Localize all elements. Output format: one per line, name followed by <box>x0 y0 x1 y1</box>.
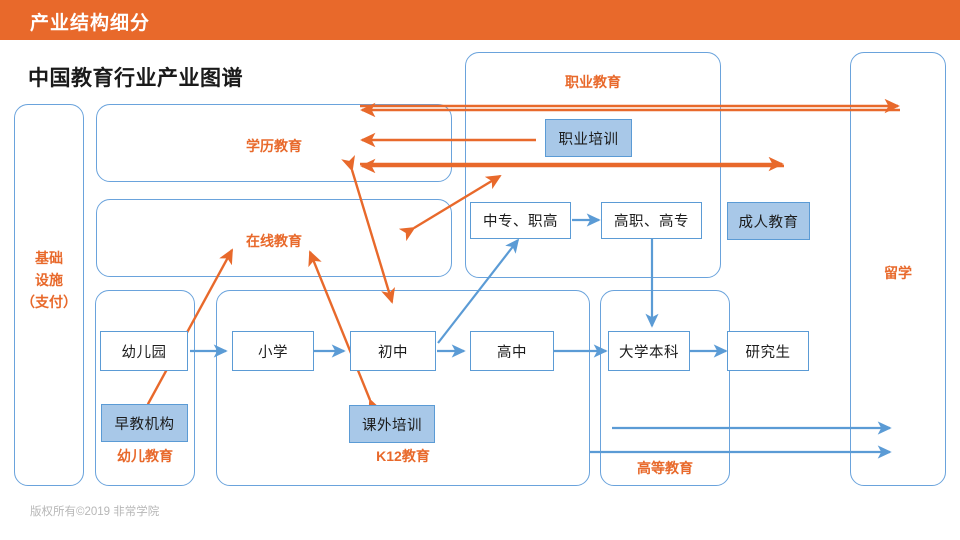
group-higher-education-label: 高等教育 <box>637 460 693 476</box>
group-vocational-education[interactable]: 职业教育 <box>465 52 721 278</box>
node-early-education-label: 早教机构 <box>114 416 175 433</box>
node-senior-high-label: 高中 <box>497 344 527 361</box>
node-early-education[interactable]: 早教机构 <box>101 404 188 442</box>
header-bar <box>0 0 960 40</box>
node-tutoring-label: 课外培训 <box>362 417 422 434</box>
node-adult-education[interactable]: 成人教育 <box>727 202 810 240</box>
group-overseas-study-label: 留学 <box>884 265 912 281</box>
node-vocational-training-label: 职业培训 <box>558 131 619 148</box>
node-primary-school-label: 小学 <box>258 344 288 361</box>
group-preschool-education[interactable]: 幼儿教育 <box>95 290 195 486</box>
node-vocational-training[interactable]: 职业培训 <box>545 119 632 157</box>
node-graduate[interactable]: 研究生 <box>727 331 809 371</box>
group-preschool-education-label: 幼儿教育 <box>117 448 173 464</box>
group-overseas-study[interactable]: 留学 <box>850 52 946 486</box>
group-k12-education[interactable]: K12教育 <box>216 290 590 486</box>
node-tutoring[interactable]: 课外培训 <box>349 405 435 443</box>
page-title: 中国教育行业产业图谱 <box>28 67 243 90</box>
group-infrastructure[interactable]: 基础 设施 （支付） <box>14 104 84 486</box>
group-online-education-label: 在线教育 <box>246 233 302 249</box>
node-junior-high[interactable]: 初中 <box>350 331 436 371</box>
node-senior-high[interactable]: 高中 <box>470 331 554 371</box>
group-infrastructure-label-line1: 基础 <box>35 250 63 266</box>
node-vocational-school[interactable]: 中专、职高 <box>470 202 571 239</box>
node-junior-high-label: 初中 <box>378 344 408 361</box>
group-academic-education[interactable]: 学历教育 <box>96 104 452 182</box>
node-vocational-college-label: 高职、高专 <box>614 214 689 230</box>
group-infrastructure-label-line3: （支付） <box>21 294 77 310</box>
group-academic-education-label: 学历教育 <box>246 138 302 154</box>
node-vocational-college[interactable]: 高职、高专 <box>601 202 702 239</box>
node-primary-school[interactable]: 小学 <box>232 331 314 371</box>
node-vocational-school-label: 中专、职高 <box>483 214 558 230</box>
copyright-footer: 版权所有©2019 非常学院 <box>30 506 160 518</box>
node-graduate-label: 研究生 <box>745 344 791 361</box>
node-kindergarten[interactable]: 幼儿园 <box>100 331 188 371</box>
group-higher-education[interactable] <box>600 290 730 486</box>
node-kindergarten-label: 幼儿园 <box>121 344 167 361</box>
group-vocational-education-label: 职业教育 <box>565 74 621 90</box>
node-adult-education-label: 成人教育 <box>738 214 799 231</box>
node-university-label: 大学本科 <box>619 344 679 361</box>
node-university[interactable]: 大学本科 <box>608 331 690 371</box>
group-online-education[interactable]: 在线教育 <box>96 199 452 277</box>
group-k12-education-label: K12教育 <box>376 448 430 464</box>
group-infrastructure-label-line2: 设施 <box>35 272 63 288</box>
header-title: 产业结构细分 <box>30 13 151 34</box>
